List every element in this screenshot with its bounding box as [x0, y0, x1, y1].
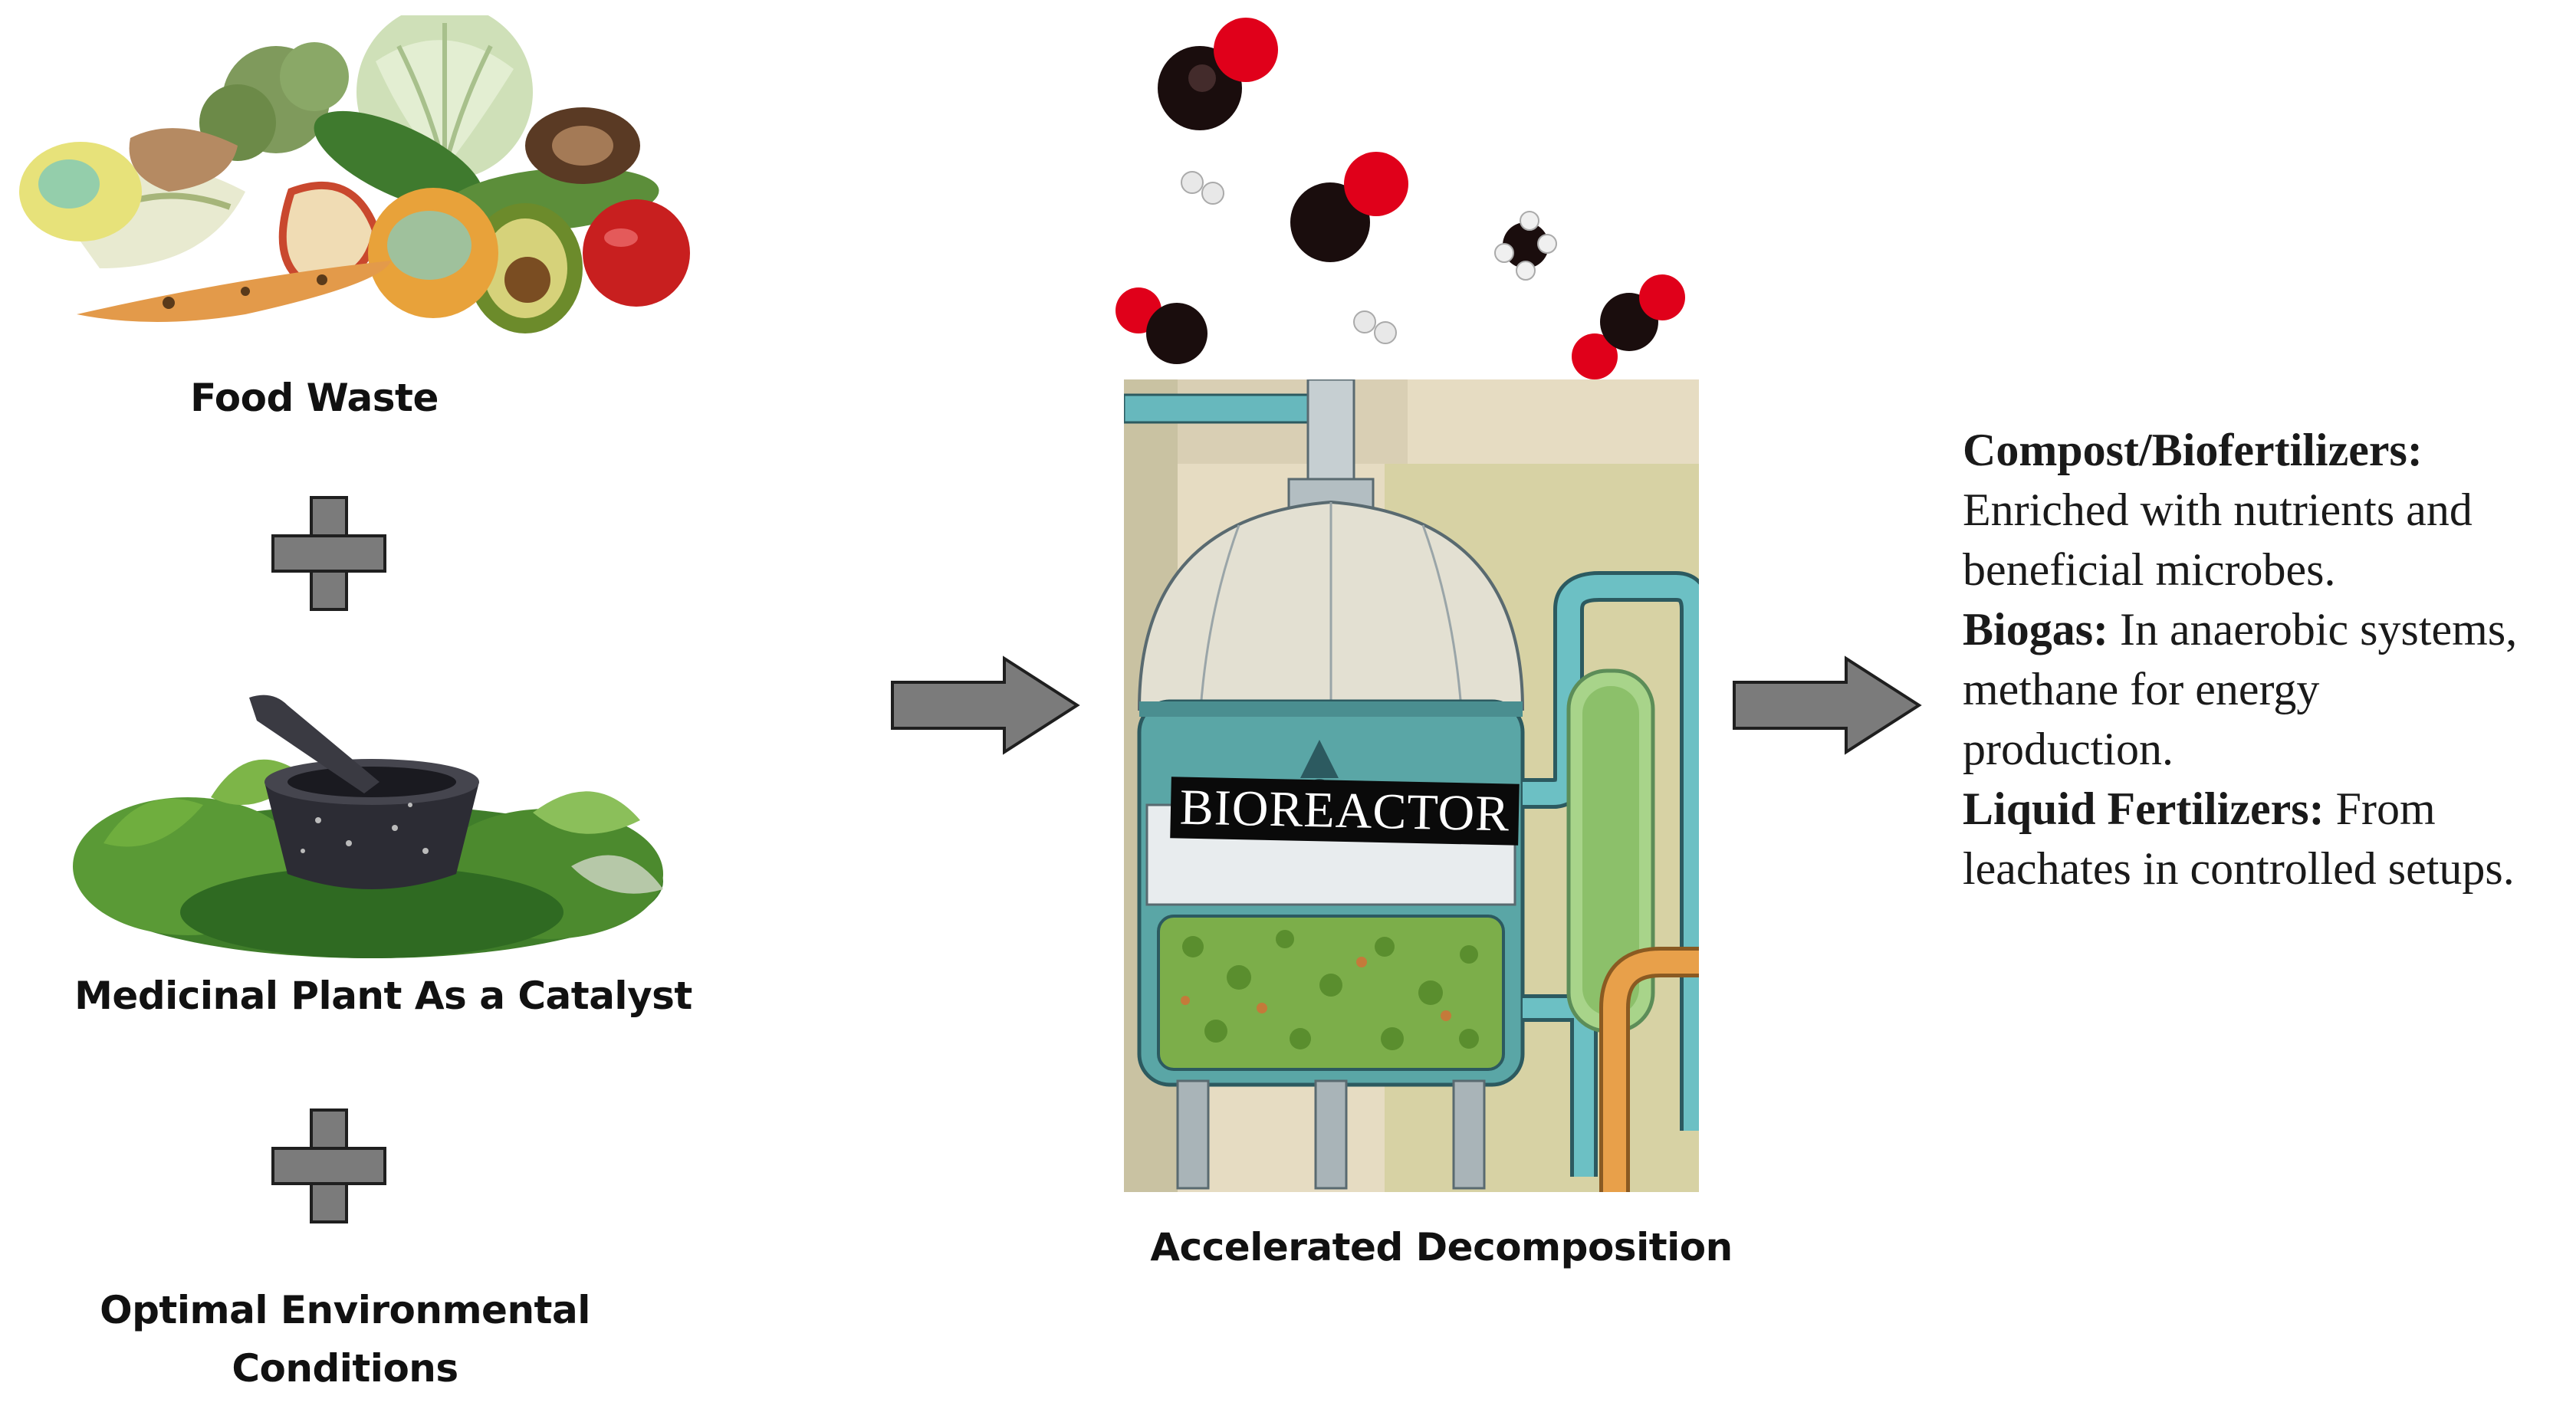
gas-molecule-icon	[1494, 211, 1557, 281]
gas-molecule-icon	[1290, 152, 1408, 262]
conditions-label-line1: Optimal Environmental	[100, 1288, 590, 1332]
output-text: methane for energy	[1963, 664, 2320, 714]
output-item: Compost/Biofertilizers:	[1963, 425, 2423, 475]
food-waste-icon	[19, 15, 690, 333]
gas-molecule-icon	[1353, 310, 1397, 344]
gas-molecule-icon	[1158, 18, 1278, 130]
gas-molecule-icon	[1116, 287, 1208, 364]
output-text: beneficial microbes.	[1963, 544, 2336, 595]
plus-icon	[271, 1108, 386, 1223]
accelerated-decomposition-label: Accelerated Decomposition	[1150, 1225, 1733, 1269]
right-arrow-icon	[1733, 655, 1922, 755]
gas-molecule-icon	[1572, 274, 1685, 379]
output-text: leachates in controlled setups.	[1963, 843, 2515, 894]
right-arrow-icon	[891, 655, 1080, 755]
conditions-label-line2: Conditions	[232, 1346, 458, 1391]
herbs-mortar-pestle-icon	[73, 695, 663, 958]
output-item: Liquid Fertilizers: From	[1963, 783, 2436, 834]
bioreactor-label: BIOREACTOR	[1170, 777, 1520, 846]
medicinal-plant-label: Medicinal Plant As a Catalyst	[74, 974, 692, 1018]
output-item: Biogas: In anaerobic systems,	[1963, 604, 2518, 655]
food-waste-label: Food Waste	[190, 376, 439, 420]
gas-molecule-icon	[1181, 171, 1224, 205]
output-text: production.	[1963, 724, 2174, 774]
plus-icon	[271, 496, 386, 611]
outputs-list: Compost/Biofertilizers: Enriched with nu…	[1963, 420, 2576, 898]
output-text: Enriched with nutrients and	[1963, 484, 2472, 535]
bioreactor-label-text: BIOREACTOR	[1179, 779, 1510, 842]
